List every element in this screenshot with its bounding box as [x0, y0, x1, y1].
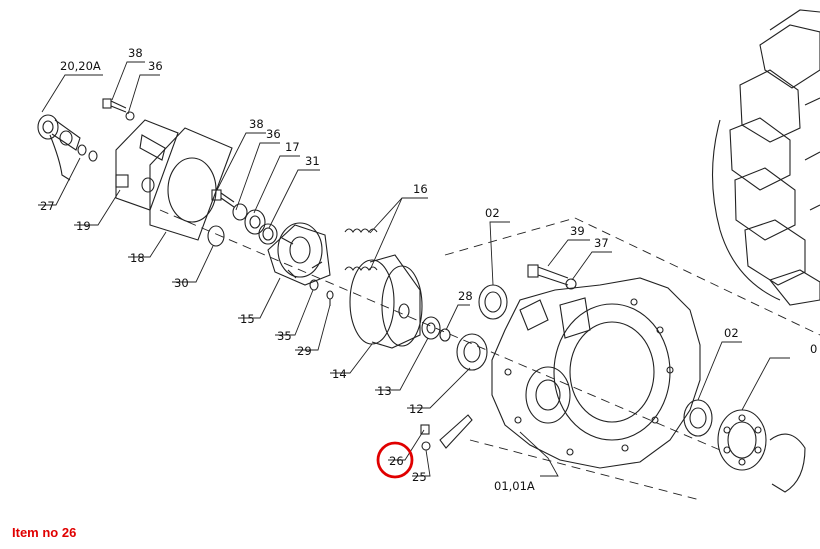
- label-36-mid: 36: [266, 127, 281, 141]
- bearing-12: [456, 333, 488, 371]
- item-caption: Item no 26: [12, 525, 77, 540]
- label-26: 26: [389, 454, 404, 468]
- label-02-top: 02: [485, 206, 500, 220]
- seal-17: [244, 209, 266, 235]
- label-28: 28: [458, 289, 473, 303]
- label-20-20a: 20,20A: [60, 59, 101, 73]
- circlip-right: [769, 433, 806, 493]
- ring-31: [258, 223, 278, 245]
- label-37: 37: [594, 236, 609, 250]
- clutch-hub-15: [267, 222, 331, 286]
- tire-tread: [712, 9, 820, 306]
- label-19: 19: [76, 219, 91, 233]
- label-35: 35: [277, 329, 292, 343]
- label-29: 29: [297, 344, 312, 358]
- bearing-02-top: [478, 284, 508, 320]
- label-16: 16: [413, 182, 428, 196]
- label-38-mid: 38: [249, 117, 264, 131]
- label-36-top: 36: [148, 59, 163, 73]
- label-01-01a: 01,01A: [494, 479, 535, 493]
- washer-36: [232, 203, 248, 221]
- label-0-edge: 0: [810, 342, 817, 356]
- plate-19: [115, 119, 179, 211]
- assembly-axis-lines: [159, 209, 820, 501]
- label-13: 13: [377, 384, 392, 398]
- ball-bearing-right: [717, 409, 767, 471]
- washer-28: [439, 328, 451, 342]
- pins-35-29: [309, 279, 334, 306]
- nut-37: [565, 278, 577, 290]
- springs-16: [344, 228, 378, 271]
- screw-25: [420, 424, 431, 451]
- label-31: 31: [305, 154, 320, 168]
- label-12: 12: [409, 402, 424, 416]
- clutch-drum-14: [349, 254, 423, 349]
- label-18: 18: [130, 251, 145, 265]
- ring-30: [207, 225, 225, 247]
- gearbox-housing-01: [491, 277, 701, 469]
- label-15: 15: [240, 312, 255, 326]
- label-02-right: 02: [724, 326, 739, 340]
- label-14: 14: [332, 367, 347, 381]
- label-38-top: 38: [128, 46, 143, 60]
- key-part-26: [439, 414, 473, 449]
- callout-labels: 20,20A 38 36 38 36 17 31 16 27 19 18 30 …: [40, 46, 817, 493]
- washers-27: [77, 144, 98, 162]
- bolt-38-top: [102, 98, 135, 121]
- leader-lines: [38, 61, 790, 477]
- highlight-circle-item-26: [376, 441, 414, 479]
- label-17: 17: [285, 140, 300, 154]
- label-25: 25: [412, 470, 427, 484]
- label-39: 39: [570, 224, 585, 238]
- bolt-39: [527, 264, 569, 286]
- label-27: 27: [40, 199, 55, 213]
- bolt-38-mid: [211, 189, 235, 208]
- bearing-13: [421, 316, 441, 340]
- label-30: 30: [174, 276, 189, 290]
- part-20-assembly: [37, 114, 81, 181]
- seal-02-right: [683, 399, 713, 437]
